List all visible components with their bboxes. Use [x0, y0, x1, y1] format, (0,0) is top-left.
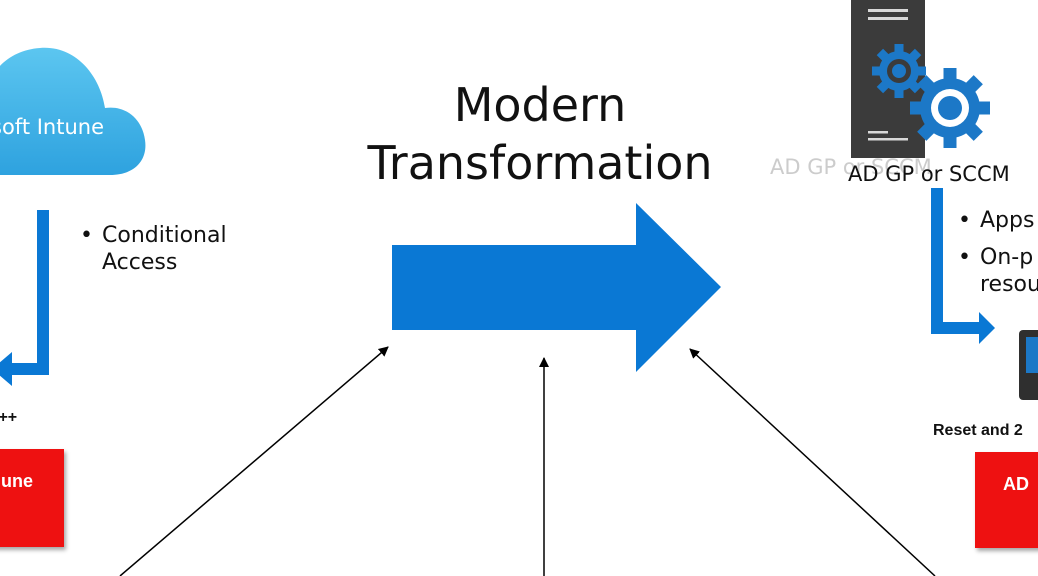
- right-flow-arrow: [931, 188, 995, 344]
- title-line-2: Transformation: [367, 136, 713, 190]
- device-icon: [1019, 330, 1038, 400]
- title-line-1: Modern: [453, 78, 627, 132]
- cloud-label: rosoft Intune: [0, 115, 105, 139]
- right-bullet-list: •Apps •On-p resou: [954, 207, 1038, 298]
- right-red-box-label: AD: [1003, 474, 1029, 494]
- left-red-box-label: une: [1, 471, 34, 491]
- bullet-dot: •: [80, 223, 93, 248]
- server-label: AD GP or SCCM: [848, 162, 1010, 186]
- right-red-box: AD: [975, 452, 1038, 548]
- right-bullet-item: •On-p: [958, 245, 1034, 270]
- right-bullet-continuation: resou: [980, 272, 1038, 297]
- bullet-dot: •: [958, 208, 971, 233]
- server-ghost-label: AD GP or SCCM: [770, 155, 932, 179]
- arrow-right-diagonal: [689, 348, 936, 576]
- left-flow-arrow: [0, 210, 49, 386]
- reset-label: Reset and 2: [933, 422, 1023, 439]
- right-bullet-item: •Apps: [958, 208, 1035, 233]
- bullet-dot: •: [958, 245, 971, 270]
- left-bullet-list: •Conditional Access: [76, 222, 246, 276]
- left-bullet-item: •Conditional Access: [80, 223, 227, 275]
- left-red-box: une: [0, 449, 64, 547]
- gear-icon: [872, 44, 990, 148]
- big-right-arrow-icon: [392, 203, 721, 372]
- left-join-label: l++: [0, 409, 18, 426]
- arrow-left-diagonal: [119, 346, 389, 576]
- cloud-icon: [0, 47, 146, 175]
